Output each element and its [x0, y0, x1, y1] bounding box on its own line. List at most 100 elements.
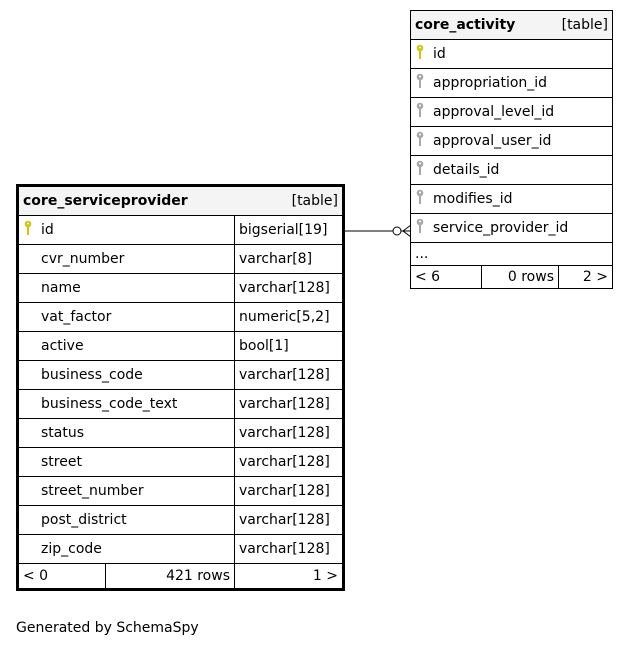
column-name: approval_level_id: [433, 104, 555, 120]
crowfoot-lower: [402, 230, 412, 238]
column-type: bigserial[19]: [234, 215, 344, 245]
column-type: varchar[128]: [234, 447, 344, 477]
column-name: modifies_id: [433, 191, 513, 207]
foreign-key-icon: [415, 102, 433, 122]
column-row[interactable]: post_district varchar[128]: [17, 505, 344, 535]
column-row[interactable]: details_id: [410, 155, 613, 185]
column-cell: approval_user_id: [410, 126, 613, 156]
column-row[interactable]: business_code_text varchar[128]: [17, 389, 344, 419]
column-cell: active: [17, 331, 235, 361]
column-cell: id: [17, 215, 235, 245]
column-name: business_code_text: [41, 396, 178, 412]
column-row[interactable]: modifies_id: [410, 184, 613, 214]
table-kind: [table]: [561, 17, 608, 33]
column-type: varchar[8]: [234, 244, 344, 274]
row-count: 421 rows: [105, 563, 235, 590]
column-row[interactable]: cvr_number varchar[8]: [17, 244, 344, 274]
parents-count: < 6: [410, 265, 482, 289]
column-name: active: [41, 338, 84, 354]
column-row[interactable]: approval_level_id: [410, 97, 613, 127]
column-cell: business_code: [17, 360, 235, 390]
column-type: bool[1]: [234, 331, 344, 361]
column-name: approval_user_id: [433, 133, 552, 149]
column-name: service_provider_id: [433, 220, 569, 236]
column-name: street_number: [41, 483, 144, 499]
children-count: 2 >: [558, 265, 613, 289]
column-cell: street_number: [17, 476, 235, 506]
column-row[interactable]: street_number varchar[128]: [17, 476, 344, 506]
column-name: cvr_number: [41, 251, 125, 267]
column-name: name: [41, 280, 81, 296]
column-name: zip_code: [41, 541, 102, 557]
column-cell: modifies_id: [410, 184, 613, 214]
column-cell: appropriation_id: [410, 68, 613, 98]
children-count: 1 >: [234, 563, 344, 590]
column-cell: post_district: [17, 505, 235, 535]
foreign-key-icon: [415, 131, 433, 151]
column-type: varchar[128]: [234, 389, 344, 419]
column-name: id: [433, 46, 446, 62]
column-cell: zip_code: [17, 534, 235, 564]
primary-key-icon: [23, 220, 41, 240]
column-row[interactable]: name varchar[128]: [17, 273, 344, 303]
foreign-key-icon: [415, 73, 433, 93]
table-core-activity[interactable]: core_activity [table] id appropriation_id…: [410, 10, 613, 289]
table-core-serviceprovider[interactable]: core_serviceprovider [table] id bigserial…: [16, 184, 345, 591]
crowfoot-upper: [402, 224, 412, 232]
column-row[interactable]: id bigserial[19]: [17, 215, 344, 245]
column-type: varchar[128]: [234, 476, 344, 506]
table-name: core_serviceprovider: [23, 193, 188, 209]
column-row[interactable]: active bool[1]: [17, 331, 344, 361]
column-cell: status: [17, 418, 235, 448]
table-name: core_activity: [415, 17, 516, 33]
more-columns-row: ...: [410, 242, 613, 266]
column-name: appropriation_id: [433, 75, 548, 91]
table-header: core_activity [table]: [410, 10, 613, 40]
parents-count: < 0: [17, 563, 106, 590]
column-row[interactable]: street varchar[128]: [17, 447, 344, 477]
column-name: id: [41, 222, 54, 238]
column-name: post_district: [41, 512, 127, 528]
column-cell: cvr_number: [17, 244, 235, 274]
column-type: varchar[128]: [234, 534, 344, 564]
foreign-key-icon: [415, 218, 433, 238]
foreign-key-icon: [415, 189, 433, 209]
foreign-key-icon: [415, 160, 433, 180]
column-cell: vat_factor: [17, 302, 235, 332]
column-cell: service_provider_id: [410, 213, 613, 243]
column-row[interactable]: service_provider_id: [410, 213, 613, 243]
column-name: street: [41, 454, 82, 470]
column-type: varchar[128]: [234, 360, 344, 390]
column-name: business_code: [41, 367, 143, 383]
column-name: details_id: [433, 162, 500, 178]
column-type: varchar[128]: [234, 418, 344, 448]
column-row[interactable]: appropriation_id: [410, 68, 613, 98]
table-kind: [table]: [291, 193, 338, 209]
column-cell: id: [410, 39, 613, 69]
column-cell: details_id: [410, 155, 613, 185]
column-name: status: [41, 425, 85, 441]
zero-cardinality-circle: [392, 226, 402, 236]
column-row[interactable]: zip_code varchar[128]: [17, 534, 344, 564]
generated-by-label: Generated by SchemaSpy: [16, 620, 199, 636]
column-row[interactable]: status varchar[128]: [17, 418, 344, 448]
column-type: numeric[5,2]: [234, 302, 344, 332]
column-row[interactable]: id: [410, 39, 613, 69]
more-columns: ...: [410, 242, 613, 266]
row-count: 0 rows: [481, 265, 559, 289]
table-header: core_serviceprovider [table]: [17, 185, 344, 216]
column-type: varchar[128]: [234, 273, 344, 303]
column-row[interactable]: business_code varchar[128]: [17, 360, 344, 390]
column-type: varchar[128]: [234, 505, 344, 535]
column-row[interactable]: approval_user_id: [410, 126, 613, 156]
column-cell: street: [17, 447, 235, 477]
column-row[interactable]: vat_factor numeric[5,2]: [17, 302, 344, 332]
column-cell: business_code_text: [17, 389, 235, 419]
primary-key-icon: [415, 44, 433, 64]
column-cell: approval_level_id: [410, 97, 613, 127]
column-name: vat_factor: [41, 309, 112, 325]
column-cell: name: [17, 273, 235, 303]
